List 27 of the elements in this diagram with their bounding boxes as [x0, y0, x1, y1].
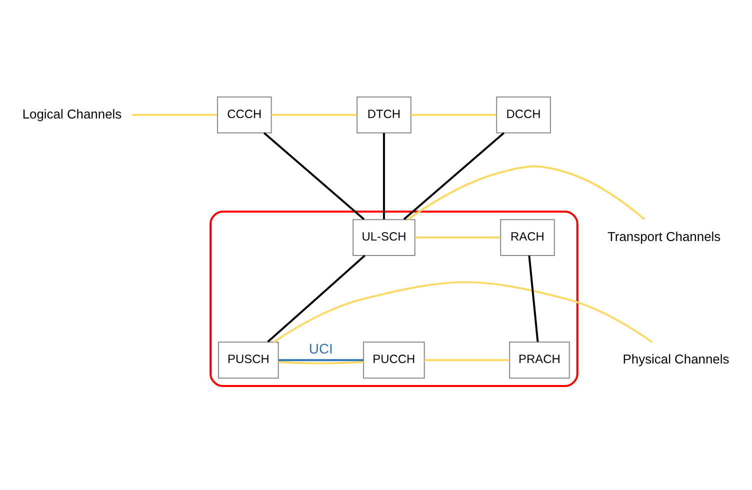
- connector: [403, 132, 504, 220]
- connector: [382, 132, 385, 219]
- connector: [278, 358, 364, 361]
- connector: [272, 280, 653, 342]
- connector: [415, 236, 500, 238]
- connector: [267, 254, 366, 342]
- node-text: Transport Channels: [607, 228, 721, 244]
- connector: [407, 164, 646, 220]
- node-box: PUSCH: [218, 341, 279, 378]
- connector: [424, 358, 510, 361]
- node-box: DCCH: [496, 96, 551, 133]
- connector: [410, 113, 496, 116]
- connector: [528, 254, 539, 342]
- edge-label: UCI: [308, 340, 333, 356]
- node-box: PUCCH: [363, 341, 425, 378]
- connector: [263, 132, 365, 220]
- node-box: PRACH: [509, 341, 570, 378]
- node-box: DTCH: [356, 96, 412, 133]
- node-box: UL-SCH: [352, 218, 416, 256]
- node-text: Logical Channels: [22, 106, 122, 121]
- connector: [271, 113, 357, 116]
- node-text: Physical Channels: [622, 351, 730, 366]
- node-box: CCCH: [217, 96, 272, 133]
- connector: [132, 113, 218, 116]
- node-box: RACH: [500, 218, 555, 256]
- connector: [278, 360, 364, 364]
- cluster: [210, 210, 578, 387]
